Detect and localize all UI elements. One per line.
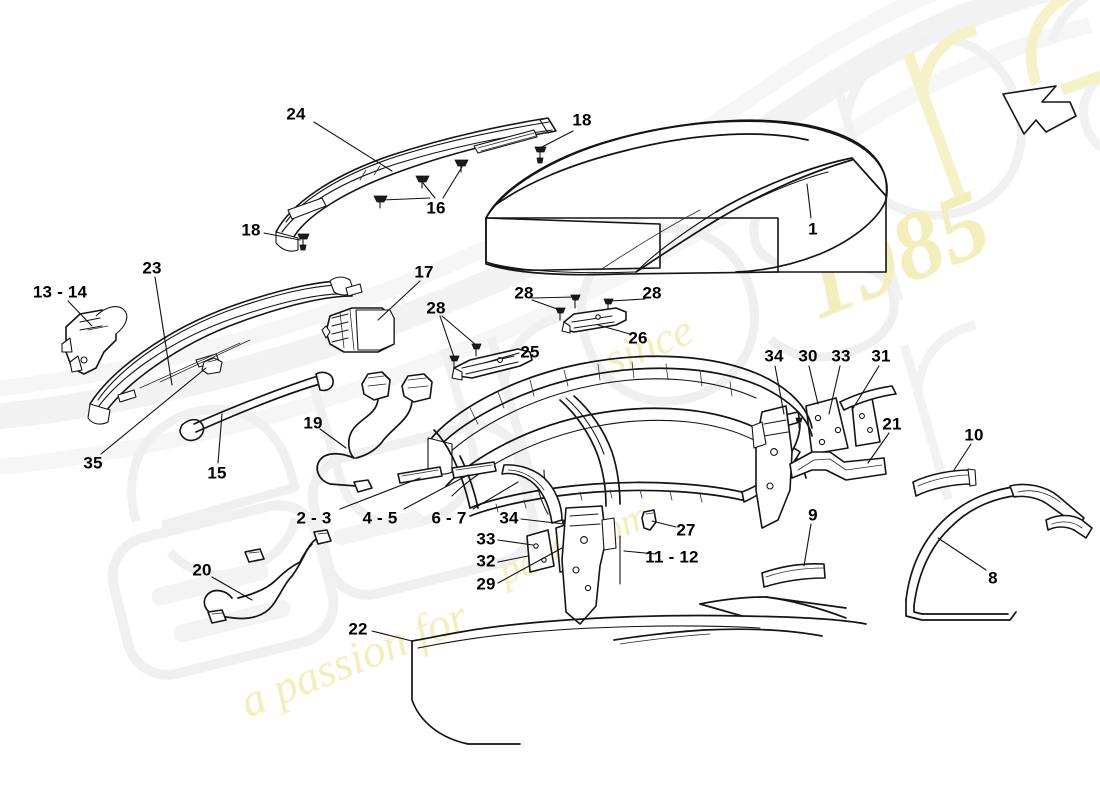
callout-29: 29	[476, 574, 496, 594]
callout-18-b: 18	[241, 220, 261, 240]
part-9-weatherstrip	[761, 563, 826, 588]
fastener-28-b	[449, 355, 460, 369]
part-8-seal-loop	[905, 483, 1093, 621]
callout-2-3: 2 - 3	[296, 508, 332, 528]
part-13-14-hinge-bracket	[61, 306, 128, 375]
part-fasteners-group	[297, 146, 614, 369]
callout-13-14: 13 - 14	[32, 282, 88, 302]
fastener-16-c	[454, 159, 469, 173]
callout-19: 19	[303, 413, 323, 433]
fastener-28-c	[570, 294, 581, 309]
callout-23: 23	[142, 258, 162, 278]
callout-4-5: 4 - 5	[362, 508, 398, 528]
part-20-wiring-harness-lower	[203, 529, 332, 624]
part-21-weatherstrip	[789, 451, 887, 481]
callout-11-12: 11 - 12	[645, 547, 699, 567]
callout-28-a: 28	[426, 298, 446, 318]
callout-18-a: 18	[572, 110, 592, 130]
part-10-weatherstrip	[912, 468, 977, 497]
callout-34-a: 34	[764, 346, 784, 366]
part-22-rear-deck	[411, 596, 867, 745]
fastener-16-b	[415, 175, 430, 189]
callout-10: 10	[964, 425, 984, 445]
callout-32: 32	[476, 551, 496, 571]
part-folding-top-frame	[427, 355, 813, 625]
callout-24: 24	[286, 104, 306, 124]
part-25-striker-plate	[451, 348, 533, 381]
callout-33-a: 33	[831, 346, 851, 366]
fastener-18-left	[297, 233, 310, 251]
part-17-drive-motor	[321, 307, 395, 353]
fastener-28-a	[471, 343, 482, 357]
leader-lines	[67, 121, 987, 642]
part-30-31-33-34-brackets-right	[779, 385, 897, 455]
fastener-18-right	[534, 146, 547, 164]
callout-15: 15	[207, 463, 227, 483]
callout-35: 35	[83, 453, 103, 473]
callout-21: 21	[882, 414, 902, 434]
part-26-striker-plate	[561, 307, 627, 334]
callout-33-b: 33	[476, 529, 496, 549]
callout-30: 30	[798, 346, 818, 366]
callout-31: 31	[871, 346, 891, 366]
callout-22: 22	[348, 619, 368, 639]
callout-25: 25	[520, 342, 540, 362]
callout-8: 8	[988, 568, 998, 588]
callout-28-b: 28	[514, 283, 534, 303]
callout-17: 17	[414, 262, 434, 282]
part-19-wiring-harness	[316, 371, 433, 493]
callout-9: 9	[808, 505, 818, 525]
callout-20: 20	[192, 560, 212, 580]
callout-27: 27	[676, 520, 696, 540]
part-35-clip	[201, 357, 223, 375]
part-2-3-trim-strip	[397, 466, 443, 484]
part-15-link-rod	[179, 371, 334, 442]
callout-28-c: 28	[642, 283, 662, 303]
callout-6-7: 6 - 7	[431, 508, 467, 528]
part-1-roof-panel	[485, 119, 888, 276]
callout-34-b: 34	[499, 508, 519, 528]
callout-26: 26	[628, 328, 648, 348]
part-4-5-trim-strip	[451, 461, 497, 479]
part-24-tonneau-trim	[275, 117, 557, 252]
fastener-16-a	[373, 195, 388, 209]
callout-1: 1	[808, 219, 818, 239]
part-23-cross-rail	[87, 276, 363, 425]
callout-16: 16	[426, 198, 446, 218]
direction-arrow-icon	[1002, 85, 1077, 135]
